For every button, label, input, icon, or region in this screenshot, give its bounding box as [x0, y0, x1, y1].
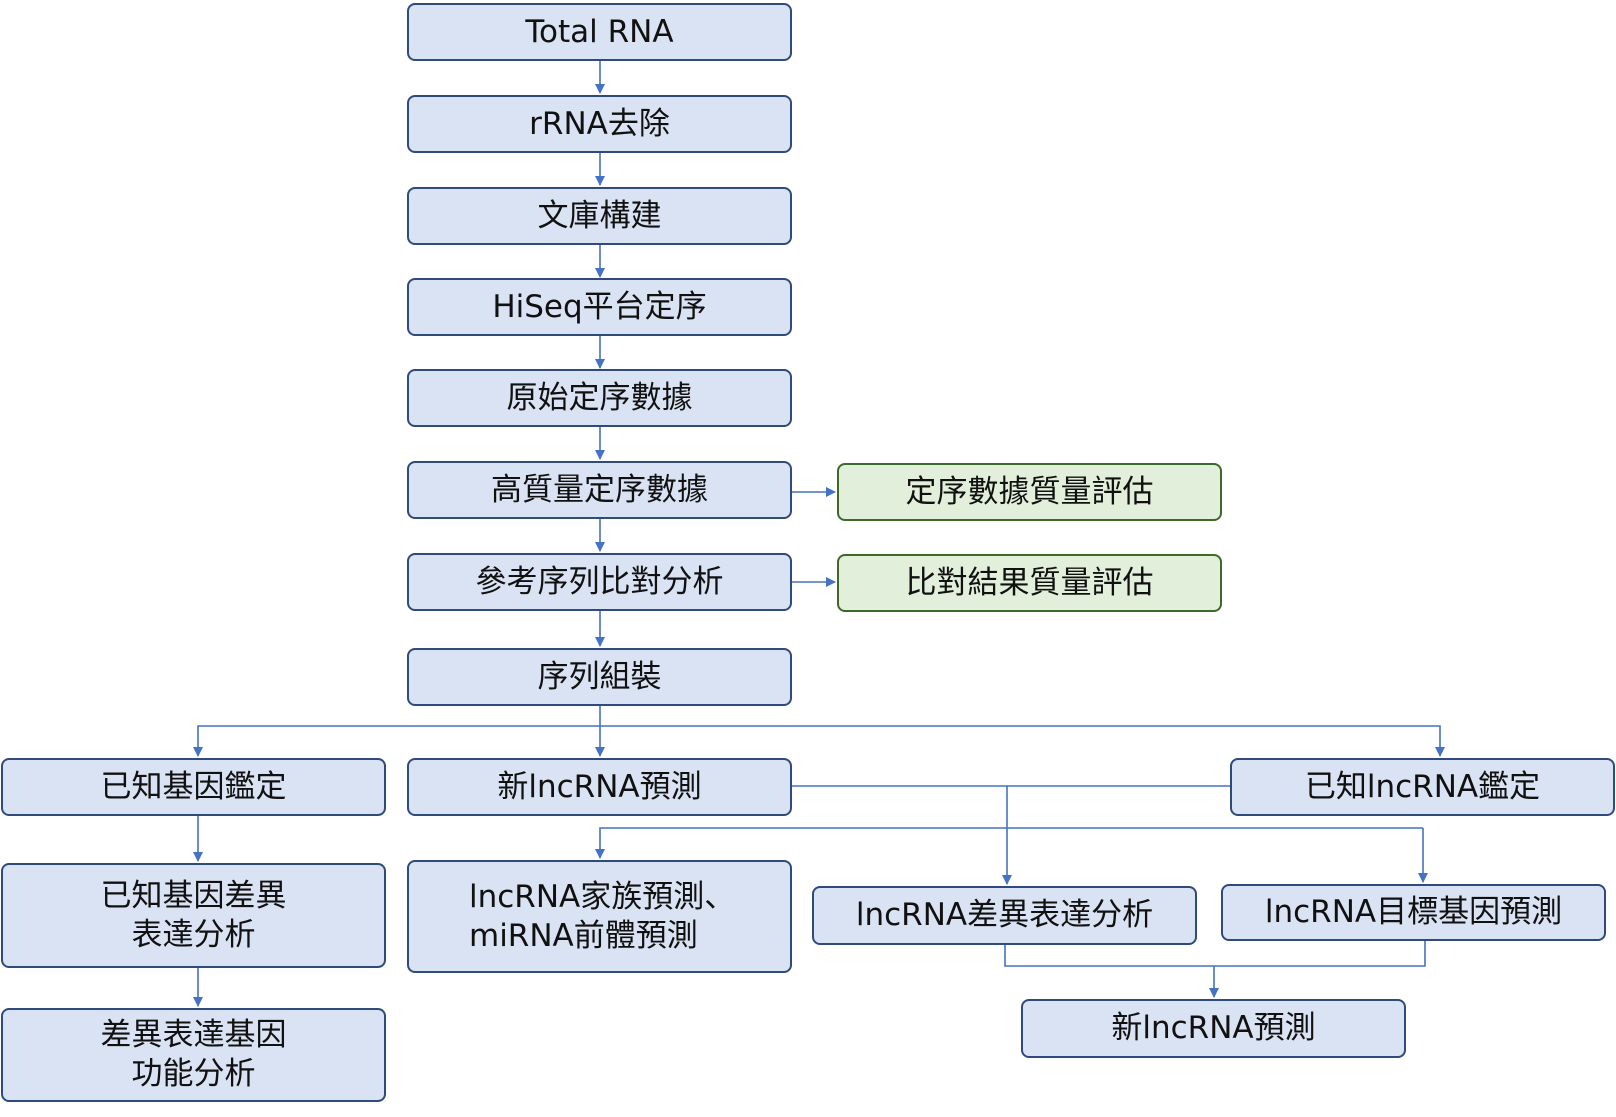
- node-lncrna-target-prediction: lncRNA目標基因預測: [1221, 884, 1606, 941]
- node-new-lncrna-prediction-2: 新lncRNA預測: [1021, 999, 1406, 1058]
- node-lncrna-diff-expr: lncRNA差異表達分析: [812, 886, 1197, 945]
- node-alignment: 參考序列比對分析: [407, 553, 792, 611]
- node-hiseq-sequencing: HiSeq平台定序: [407, 278, 792, 336]
- node-family-precursor-prediction: lncRNA家族預測、 miRNA前體預測: [407, 860, 792, 973]
- node-known-gene-id: 已知基因鑑定: [1, 758, 386, 816]
- node-diff-gene-function: 差異表達基因 功能分析: [1, 1008, 386, 1102]
- arrow-assembly-to-knownlnc: [600, 725, 1445, 757]
- node-known-lncrna-id: 已知lncRNA鑑定: [1230, 758, 1615, 816]
- connector-bottom-merge: [1004, 941, 1426, 967]
- node-qc-alignment: 比對結果質量評估: [837, 554, 1222, 612]
- node-total-rna: Total RNA: [407, 3, 792, 61]
- node-qc-sequencing: 定序數據質量評估: [837, 463, 1222, 521]
- node-new-lncrna-prediction: 新lncRNA預測: [407, 758, 792, 816]
- node-rrna-removal: rRNA去除: [407, 95, 792, 153]
- node-hq-data: 高質量定序數據: [407, 461, 792, 519]
- arrow-assembly-to-knowngene: [193, 725, 600, 757]
- arrow-to-family: [595, 827, 1423, 859]
- node-raw-data: 原始定序數據: [407, 369, 792, 427]
- node-library-construction: 文庫構建: [407, 187, 792, 245]
- node-assembly: 序列組裝: [407, 648, 792, 706]
- node-known-gene-diff-expr: 已知基因差異 表達分析: [1, 863, 386, 968]
